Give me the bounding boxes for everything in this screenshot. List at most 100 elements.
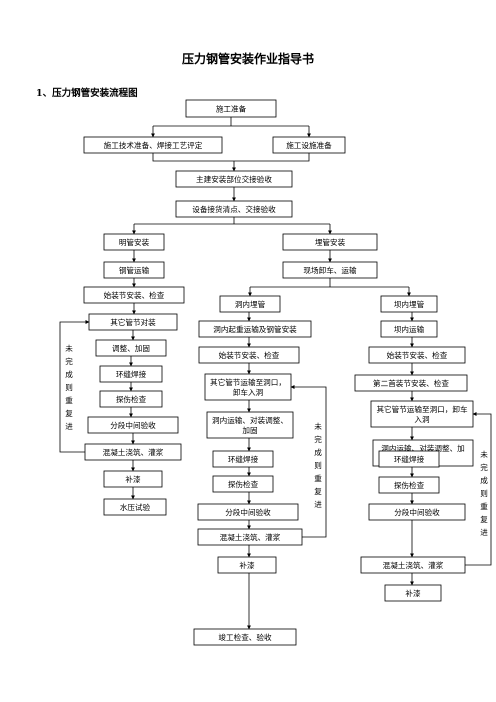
flow-node-n28: 补漆 [103,470,163,488]
flow-node-box [88,313,178,331]
flow-node-label: 分段中间验收 [394,507,440,517]
flow-node-box [204,373,292,401]
flow-node-box [103,233,165,251]
flow-node-label: 补漆 [125,474,141,484]
flow-node-label: 明管安装 [119,237,150,247]
flow-node-box [99,390,163,408]
flow-node-box [282,233,378,251]
flow-node-box [197,503,299,521]
flow-node-label: 始装节安装、检查 [104,290,165,300]
flow-node-box [95,339,167,357]
flow-node-n15: 坝内运输 [380,320,438,338]
flow-node-label: 设备接货清点、交接验收 [192,204,276,214]
flow-node-box [380,295,438,313]
flow-node-n7: 埋管安装 [282,233,378,251]
flow-node-label: 始装节安装、检查 [219,350,280,360]
flow-connector [290,385,327,538]
flow-node-box [198,346,300,364]
flow-node-n10: 始装节安装、检查 [83,286,185,304]
flow-node-box [103,470,163,488]
flow-node-box [84,443,182,461]
flow-node-label: 施工设施准备 [286,140,332,150]
flow-node-label: 混凝土浇筑、灌浆 [103,447,164,457]
flow-node-n13: 其它管节对装 [88,313,178,331]
flow-node-n20: 其它管节运输至洞口，卸车入洞 [204,373,292,401]
flow-node-label: 水压试验 [120,502,151,512]
flow-node-box [193,628,297,646]
flow-node-n11: 洞内埋管 [219,295,281,313]
section-heading: 1、压力钢管安装流程图 [36,88,138,99]
flow-node-n31: 探伤检查 [212,475,274,493]
flow-node-label: 第二首装节安装、检查 [373,378,449,388]
flow-node-label: 探伤检查 [394,480,425,490]
loop-label-left: 未完成则重复进 [65,343,73,431]
flow-node-label: 始装节安装、检查 [387,350,448,360]
flow-node-label: 钢管运输 [119,265,150,275]
flow-node-n39: 补漆 [384,584,442,602]
flow-node-n25: 洞内运输、对装调整、加固 [206,411,294,439]
flow-node-n18: 始装节安装、检查 [368,346,466,364]
flow-node-label: 混凝土浇筑、灌浆 [220,532,281,542]
flow-connector [465,412,492,566]
flow-connector [59,320,90,453]
flow-node-n35: 混凝土浇筑、灌浆 [197,528,303,546]
flow-node-n23: 其它管节运输至洞口，卸车入洞 [370,400,474,428]
flow-node-n8: 钢管运输 [103,261,165,279]
flow-node-n9: 现场卸车、运输 [282,261,378,279]
flow-node-box [378,450,440,468]
flow-node-box [83,286,185,304]
flow-node-label: 现场卸车、运输 [303,265,357,275]
flow-node-box [103,498,167,516]
flow-node-box [384,584,442,602]
document-title: 压力钢管安装作业指导书 [181,52,314,66]
flow-node-n38: 混凝土浇筑、灌浆 [360,556,466,574]
flow-node-label: 其它管节运输至洞口，卸车入洞 [210,377,286,397]
flow-node-box [83,136,223,154]
flow-node-label: 施工技术准备、焊接工艺评定 [104,140,203,150]
flow-node-n29: 环缝焊接 [212,450,274,468]
flow-node-n21: 第二首装节安装、检查 [354,374,468,392]
flow-node-box [368,503,466,521]
flow-node-box [212,475,274,493]
flow-node-n6: 明管安装 [103,233,165,251]
flow-node-n12: 坝内埋管 [380,295,438,313]
flow-node-label: 环缝焊接 [228,454,259,464]
flow-node-box [197,528,303,546]
flow-node-n5: 设备接货清点、交接验收 [175,200,293,218]
flow-node-label: 探伤检查 [228,479,259,489]
flow-node-box [354,374,468,392]
flow-node-box [380,320,438,338]
flow-node-n36: 分段中间验收 [368,503,466,521]
flow-node-n1: 施工准备 [185,99,277,118]
flow-node-box [217,556,277,574]
flow-node-box [206,411,294,439]
flow-node-label: 埋管安装 [315,237,346,247]
flow-node-label: 调整、加固 [112,343,150,353]
flow-node-label: 补漆 [239,560,255,570]
flow-node-label: 洞内起重运输及钢管安装 [213,324,297,334]
flow-node-n2: 施工技术准备、焊接工艺评定 [83,136,223,154]
flow-node-box [99,365,163,383]
flow-node-box [185,99,277,118]
flow-node-n34: 探伤检查 [378,476,440,494]
flow-node-n3: 施工设施准备 [272,136,346,154]
flow-node-box [219,295,281,313]
flow-connector [152,153,310,162]
flow-node-box [282,261,378,279]
flow-node-n26: 混凝土浇筑、灌浆 [84,443,182,461]
flow-node-box [360,556,466,574]
flow-node-box [272,136,346,154]
flow-node-label: 探伤检查 [116,394,147,404]
flow-node-box [368,346,466,364]
flow-node-label: 竣工检查、验收 [218,632,272,642]
flow-node-label: 分段中间验收 [110,420,156,430]
flow-node-n33: 分段中间验收 [197,503,299,521]
flow-node-n30: 水压试验 [103,498,167,516]
flow-node-box [103,261,165,279]
flow-node-label: 坝内运输 [394,324,425,334]
flow-node-label: 补漆 [405,588,421,598]
flow-node-label: 分段中间验收 [225,507,271,517]
flow-node-label: 施工准备 [216,103,247,113]
flow-node-box [370,400,474,428]
